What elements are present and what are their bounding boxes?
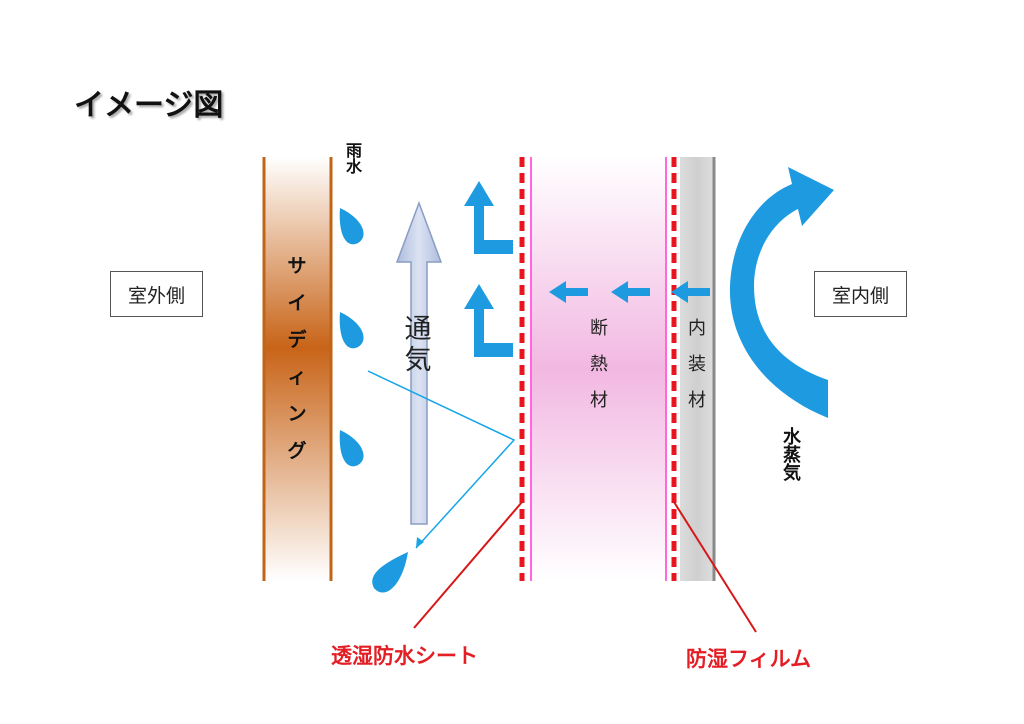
siding-panel <box>264 157 331 581</box>
outdoor-label-text: 室外側 <box>127 284 185 307</box>
up-arrow-icon <box>395 200 443 525</box>
rain-label: 雨水 <box>345 141 362 176</box>
breathable-sheet-callout <box>413 501 523 629</box>
water-drop-icon <box>339 208 364 245</box>
water-drop-icon <box>372 552 408 593</box>
turn-up-arrow-icon <box>464 181 513 254</box>
siding-label: サイディング <box>287 255 307 462</box>
outdoor-label: 室外側 <box>110 271 203 317</box>
ventilation-label: 通気 <box>404 314 432 376</box>
insulation-panel <box>531 157 665 581</box>
water-drop-icon <box>339 312 364 349</box>
left-arrow-icon <box>671 281 710 303</box>
rain-reflection-line <box>367 370 516 549</box>
left-arrow-icon <box>549 281 588 303</box>
vapor-label: 水蒸気 <box>783 427 801 484</box>
vapor-barrier-label: 防湿フィルム <box>686 647 812 671</box>
indoor-label-text: 室内側 <box>831 284 889 307</box>
curved-arrow-icon <box>729 167 834 418</box>
insulation-label: 断熱材 <box>590 318 608 411</box>
interior-label: 内装材 <box>688 318 706 411</box>
water-drop-icon <box>339 430 364 467</box>
indoor-label: 室内側 <box>814 271 907 317</box>
diagram-title: イメージ図 <box>74 88 224 123</box>
vapor-barrier-callout <box>673 501 757 633</box>
left-arrow-icon <box>611 281 650 303</box>
reflection-arrowhead <box>416 537 424 548</box>
breathable-sheet-label: 透湿防水シート <box>331 644 478 668</box>
turn-up-arrow-icon <box>464 284 513 357</box>
interior-board <box>680 157 714 581</box>
